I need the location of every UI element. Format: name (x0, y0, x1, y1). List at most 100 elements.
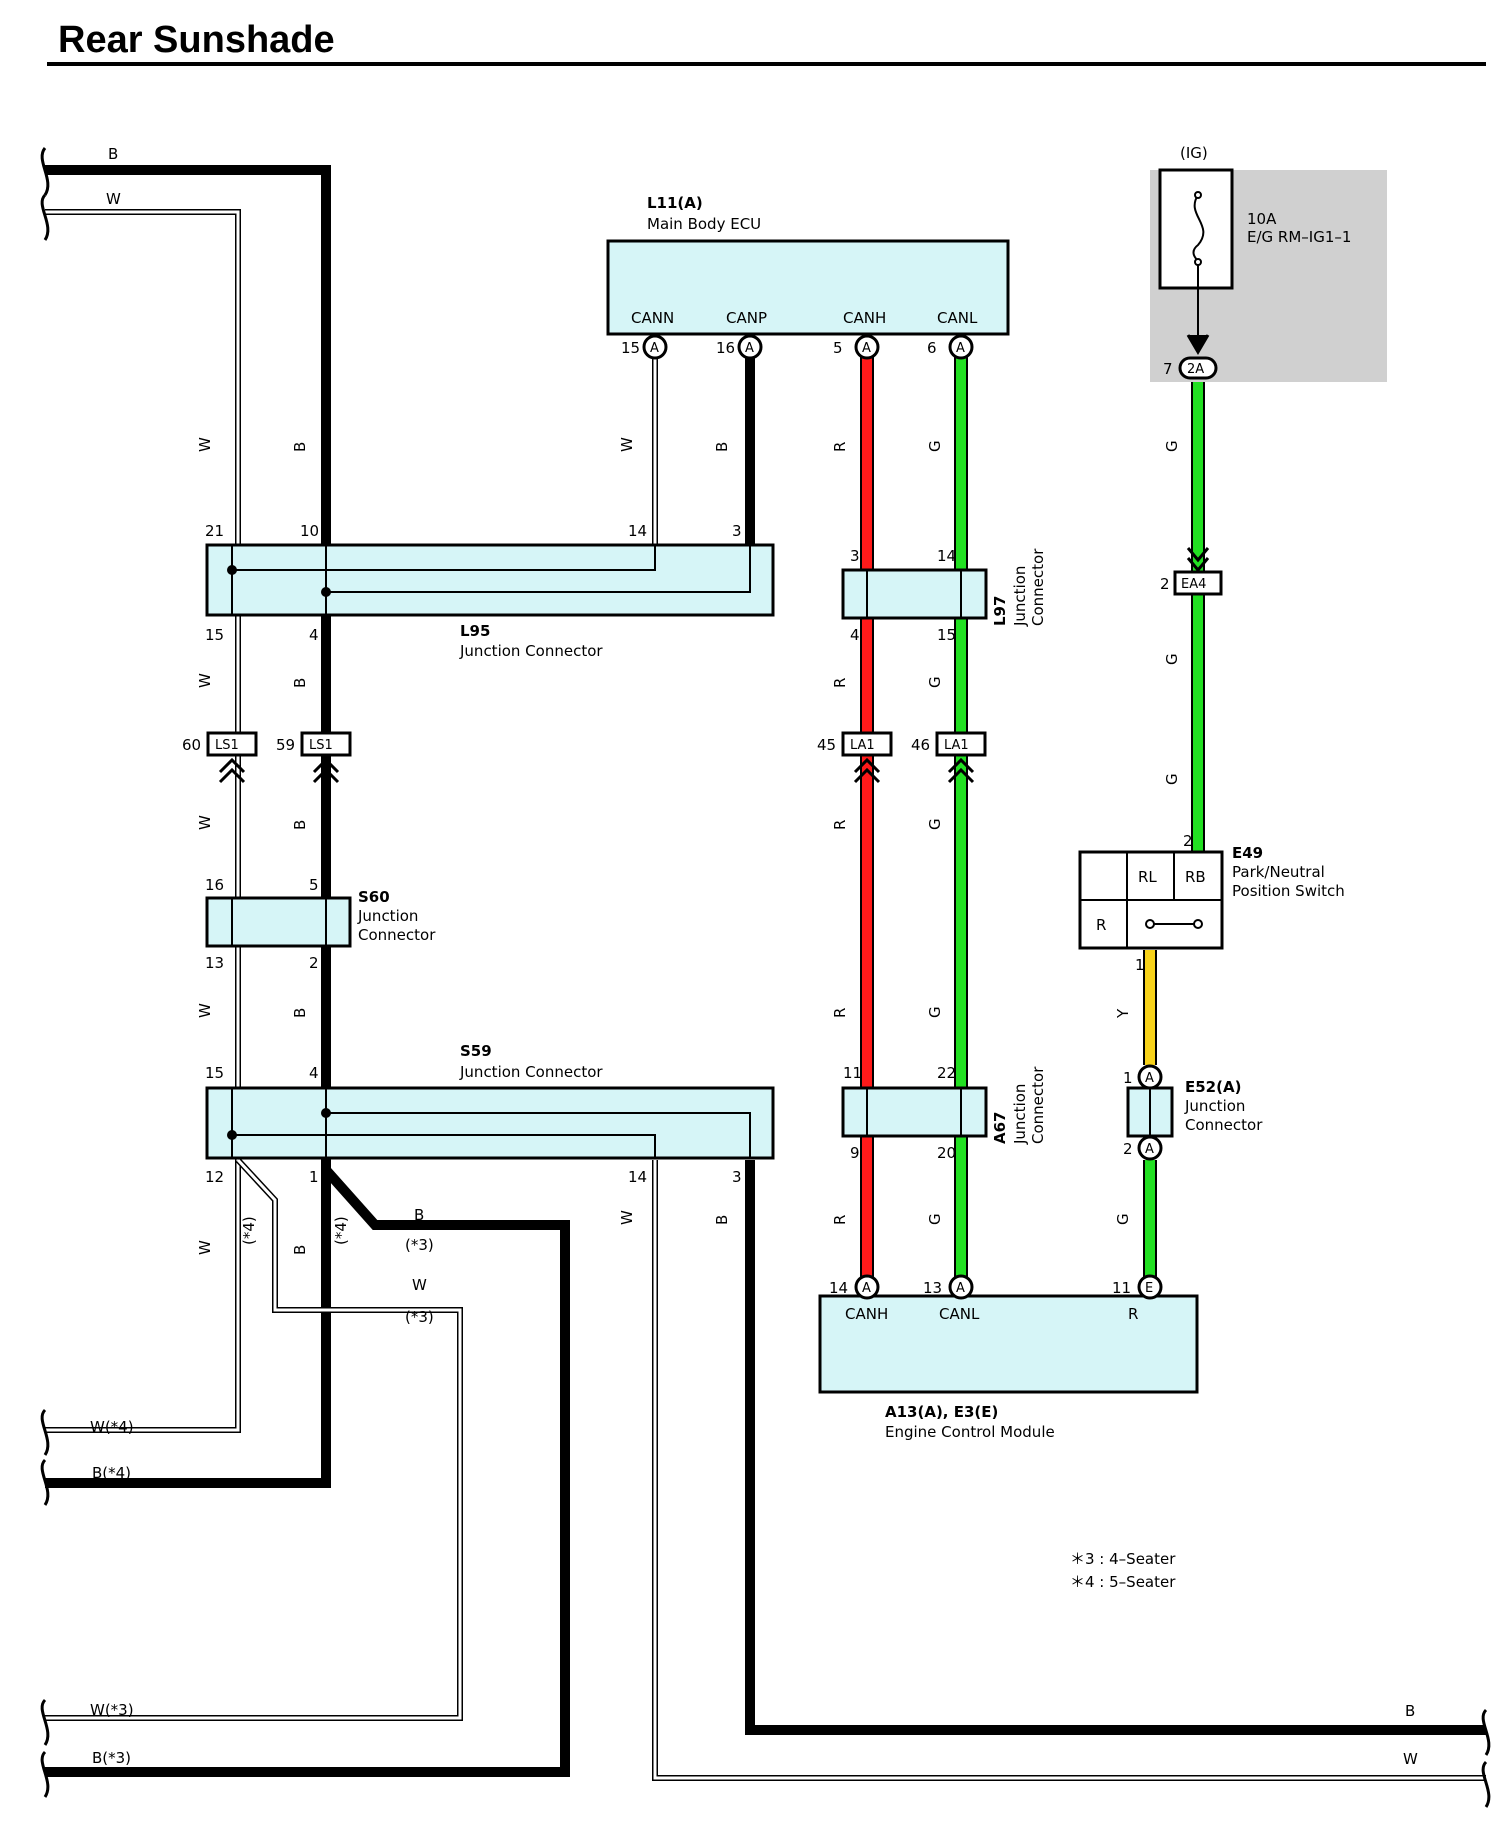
ecm-pin-num: 13 (923, 1279, 942, 1297)
e49-pin-1: 1 (1135, 956, 1145, 974)
arrow-down-icon (1186, 334, 1210, 355)
l95-box (205, 543, 775, 617)
e52-name-2: Connector (1185, 1116, 1263, 1134)
e52-pin-1: 1 (1123, 1069, 1133, 1087)
wire-color-label: R (831, 678, 849, 688)
branch-b-note: (*3) (405, 1236, 434, 1254)
inline-connector-code: LA1 (944, 738, 969, 753)
s59-pin-4: 4 (309, 1064, 319, 1082)
s60-name-2: Connector (358, 926, 436, 944)
wire-color-label: G (926, 676, 944, 688)
e49-cell-rb: RB (1185, 868, 1206, 886)
inline-connector-num: 46 (911, 736, 930, 754)
inline-connector-code: LA1 (850, 738, 875, 753)
e52-ref: E52(A) (1185, 1078, 1241, 1096)
fuse-box (1158, 168, 1234, 290)
ecm-pin-code: A (956, 1281, 965, 1296)
ecu-pin-num: 15 (621, 339, 640, 357)
wire-color-label: W (196, 673, 214, 688)
splice-dot (227, 565, 237, 575)
s60-pin-2: 2 (309, 954, 319, 972)
l95-pin-15: 15 (205, 626, 224, 644)
wire-color-label: W (196, 1240, 214, 1255)
l97-pin-3: 3 (850, 547, 860, 565)
edge-left-w3: W(*3) (90, 1701, 134, 1719)
edge-right-b: B (1405, 1702, 1415, 1720)
wire-color-label: G (926, 1006, 944, 1018)
s60-ref: S60 (358, 888, 390, 906)
wire-color-label: W (618, 1210, 636, 1225)
wire-black-main (45, 165, 331, 1488)
e52-bottom-code: A (1145, 1142, 1154, 1157)
ea4-pin: 2 (1160, 575, 1170, 593)
ecu-pin-icon (737, 334, 763, 360)
inline-connector-num: 60 (182, 736, 201, 754)
a67-junction-connector: 11 22 9 20 A67 Junction Connector (841, 1064, 1047, 1162)
wire-color-label: B (291, 442, 309, 452)
wire-break-marks (40, 147, 1491, 1808)
ecm-box (818, 1294, 1199, 1394)
e52-top-code: A (1145, 1071, 1154, 1086)
inline-connector-box (935, 731, 987, 757)
fuse-pin-num: 7 (1163, 360, 1173, 378)
wire-black-right (745, 1160, 1486, 1735)
e52-top-pin-icon (1137, 1064, 1163, 1090)
note-line-1: ＊3 : 4–Seater (1070, 1550, 1176, 1568)
edge-left-b3: B(*3) (92, 1749, 131, 1767)
ecm-pin-label: CANH (845, 1305, 888, 1323)
ecu-pin-label: CANL (937, 309, 978, 327)
a67-name-2: Connector (1029, 1066, 1047, 1144)
wire-color-label: G (926, 440, 944, 452)
splice-dot (321, 587, 331, 597)
ecu-name: Main Body ECU (647, 215, 761, 233)
s59-name: Junction Connector (459, 1063, 603, 1081)
wire-color-label: W (618, 437, 636, 452)
fuse-10a: (IG) 10A E/G RM–IG1–1 2A 7 (1158, 144, 1351, 380)
e49-park-neutral-switch: RL RB R E49 Park/Neutral Position Switch… (1078, 832, 1345, 974)
ecu-pin-code: A (862, 341, 871, 356)
ea4-box (1173, 570, 1223, 596)
note-4-b: (*4) (332, 1216, 350, 1245)
s59-junction-connector: S59 Junction Connector 15 4 12 1 14 3 (205, 1042, 775, 1186)
s60-pin-16: 16 (205, 876, 224, 894)
wire-color-label: G (1114, 1213, 1132, 1225)
edge-right-w: W (1403, 1750, 1418, 1768)
s59-pin-15: 15 (205, 1064, 224, 1082)
wire-color-label: G (1163, 440, 1181, 452)
fuse-rating: 10A (1247, 210, 1277, 228)
a67-pin-11: 11 (843, 1064, 862, 1082)
wire-color-label: B (291, 1245, 309, 1255)
wire-color-label: G (1163, 653, 1181, 665)
edge-top-b: B (108, 145, 118, 163)
s60-pin-5: 5 (309, 876, 319, 894)
inline-connector-box (206, 731, 258, 757)
s60-junction-connector: S60 Junction Connector 16 5 13 2 (205, 876, 436, 972)
inline-connector-box (841, 731, 893, 757)
l97-name-1: Junction (1011, 566, 1029, 627)
wire-white-right (653, 1160, 1486, 1780)
branch-w-label: W (412, 1276, 427, 1294)
ecm-pin-icon (1137, 1274, 1163, 1300)
inline-connector-num: 59 (276, 736, 295, 754)
ecm-pin-num: 11 (1112, 1279, 1131, 1297)
edge-top-w: W (106, 190, 121, 208)
wire-color-label: W (196, 815, 214, 830)
ecu-pin-num: 16 (716, 339, 735, 357)
e49-name-1: Park/Neutral (1232, 863, 1325, 881)
e52-pin-2: 2 (1123, 1140, 1133, 1158)
l97-junction-connector: 3 14 4 15 L97 Junction Connector (841, 547, 1047, 644)
e49-name-2: Position Switch (1232, 882, 1345, 900)
ecm-pin-code: E (1145, 1281, 1153, 1296)
wires (45, 165, 1486, 1781)
ecu-pin-icon (948, 334, 974, 360)
ecu-pin-code: A (956, 341, 965, 356)
ecu-pin-num: 6 (927, 339, 937, 357)
ecu-ref: L11(A) (647, 194, 703, 212)
inline-connector-code: LS1 (309, 738, 333, 753)
l95-name: Junction Connector (459, 642, 603, 660)
wire-color-label: R (831, 442, 849, 452)
switch-contact-icon (1145, 919, 1155, 929)
s59-pin-12: 12 (205, 1168, 224, 1186)
